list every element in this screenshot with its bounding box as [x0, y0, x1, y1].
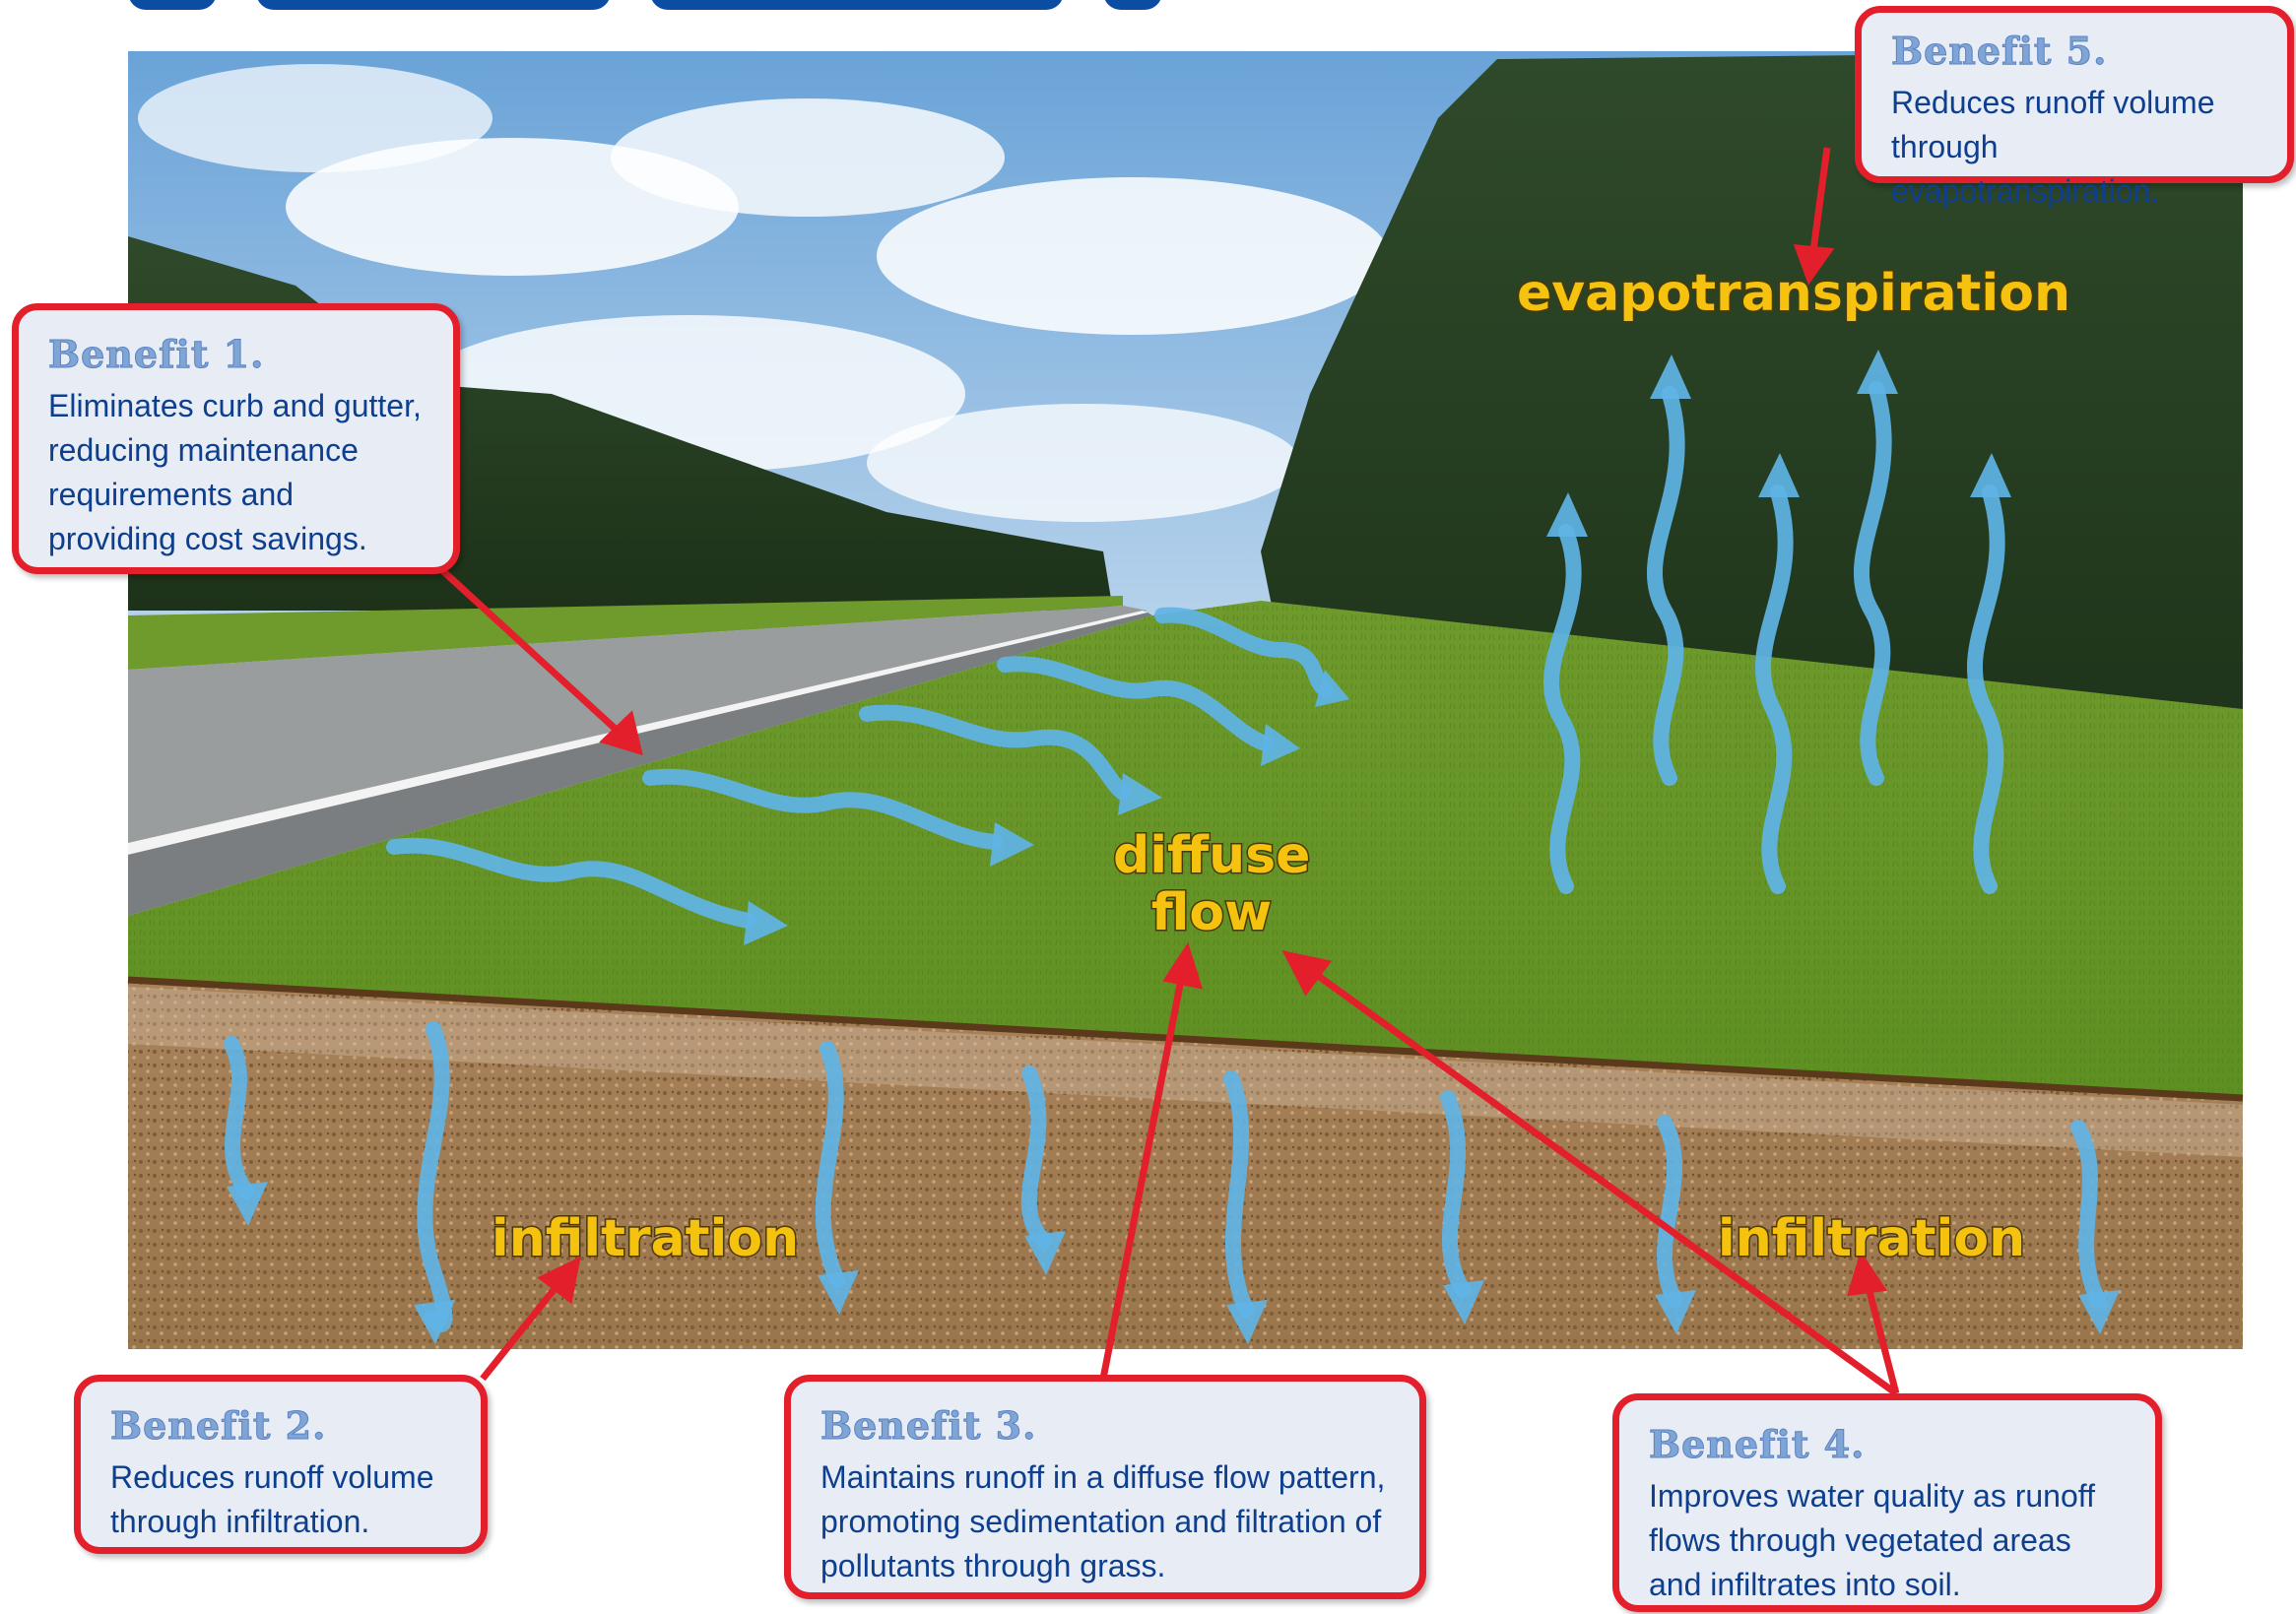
arrowhead: [1443, 1280, 1484, 1324]
water-arrows: [224, 381, 2106, 1332]
callout-body: Reduces runoff volume through evapotrans…: [1891, 85, 2215, 209]
pointer-benefit-4b: [1863, 1279, 1900, 1394]
photo-frame: [127, 51, 2244, 1349]
arrowhead: [1024, 1231, 1066, 1275]
flow-arrow: [1154, 607, 1333, 697]
arrowhead: [1857, 350, 1898, 394]
evap-arrow: [1647, 386, 1685, 786]
callout-title: Benefit 4.: [1649, 1422, 1866, 1467]
arrowhead: [818, 1270, 859, 1315]
arrowhead: [1315, 670, 1349, 707]
callout-title: Benefit 3.: [820, 1403, 1037, 1449]
arrowhead: [1650, 355, 1691, 399]
pointer-benefit-1: [440, 568, 623, 737]
flow-arrow: [859, 704, 1131, 801]
arrowhead: [414, 1300, 455, 1344]
arrowhead: [2078, 1290, 2120, 1334]
callout-body: Eliminates curb and gutter, reducing mai…: [48, 388, 422, 556]
infil-arrow: [1223, 1070, 1254, 1318]
callout-body: Improves water quality as runoff flows t…: [1649, 1478, 2095, 1602]
flow-arrow: [386, 837, 756, 929]
infil-arrow: [815, 1041, 845, 1288]
infiltration-label-right: infiltration: [1716, 1209, 2026, 1268]
callout-benefit-4: Benefit 4. Improves water quality as run…: [1612, 1393, 2162, 1612]
arrowhead: [1546, 492, 1588, 537]
callout-body: Maintains runoff in a diffuse flow patte…: [820, 1459, 1386, 1583]
arrowhead: [1118, 773, 1162, 815]
arrowhead: [744, 901, 788, 945]
arrowhead: [1226, 1300, 1268, 1344]
evap-arrow: [1854, 381, 1892, 786]
pointer-benefit-5: [1808, 147, 1831, 259]
callout-benefit-3: Benefit 3. Maintains runoff in a diffuse…: [784, 1375, 1426, 1599]
infil-arrow: [1657, 1115, 1682, 1308]
infil-arrow: [1020, 1065, 1052, 1249]
infil-arrow: [224, 1036, 254, 1199]
arrowhead: [227, 1182, 268, 1226]
callout-pointers: [440, 147, 1900, 1396]
water-arrowheads: [227, 350, 2120, 1344]
arrowhead: [1655, 1290, 1696, 1334]
callout-benefit-1: Benefit 1. Eliminates curb and gutter, r…: [12, 303, 460, 574]
callout-benefit-2: Benefit 2. Reduces runoff volume through…: [74, 1375, 488, 1554]
arrowhead: [990, 822, 1034, 867]
pointer-benefit-4a: [1307, 967, 1899, 1396]
diffuse-flow-label: diffuse flow: [1112, 826, 1312, 943]
page-title-fragment: [128, 0, 1606, 49]
evapotranspiration-label: evapotranspiration: [1516, 264, 2072, 323]
infil-arrow: [1440, 1090, 1471, 1298]
pointer-benefit-2: [480, 1277, 564, 1382]
callout-title: Benefit 2.: [110, 1403, 327, 1449]
flow-arrow: [642, 768, 1003, 850]
flow-arrow: [997, 656, 1274, 751]
diffuse-flow-line-2: flow: [1149, 883, 1273, 943]
diffuse-flow-line-1: diffuse: [1112, 826, 1312, 886]
callout-body: Reduces runoff volume through infiltrati…: [110, 1459, 434, 1539]
evap-arrow: [1967, 484, 2005, 894]
arrowhead: [1970, 453, 2011, 497]
infil-arrow: [2070, 1120, 2106, 1308]
arrowhead: [1758, 453, 1800, 497]
callout-title: Benefit 1.: [48, 332, 265, 377]
callout-title: Benefit 5.: [1891, 29, 2108, 74]
pointer-benefit-3: [1099, 974, 1186, 1380]
arrowhead: [1261, 724, 1300, 766]
infiltration-label-left: infiltration: [490, 1209, 800, 1268]
evap-arrow: [1543, 524, 1582, 894]
callout-benefit-5: Benefit 5. Reduces runoff volume through…: [1855, 6, 2294, 209]
evap-arrow: [1755, 484, 1794, 894]
